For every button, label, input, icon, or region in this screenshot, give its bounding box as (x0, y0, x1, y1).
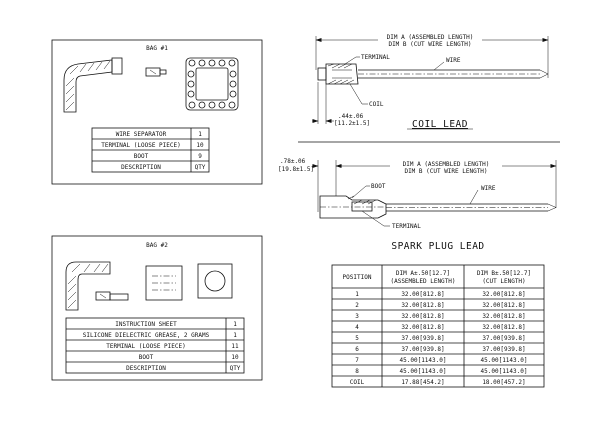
table-cell-position: 5 (355, 335, 359, 342)
coil-dim-b-label: DIM B (CUT WIRE LENGTH) (388, 41, 471, 48)
spark-small-dim-mm: [19.8±1.5] (278, 166, 314, 173)
coil-small-dim-mm: [11.2±1.5] (334, 120, 370, 127)
bag1-row-qty: 1 (198, 131, 202, 138)
bag1-row-qty: 10 (196, 142, 204, 149)
table-cell-dim-a: 32.00[812.8] (401, 291, 444, 298)
table-cell-dim-b: 18.00[457.2] (482, 379, 525, 386)
table-cell-dim-a: 45.00[1143.0] (400, 357, 447, 364)
table-cell-position: 4 (355, 324, 359, 331)
table-cell-dim-b: 32.00[812.8] (482, 302, 525, 309)
table-cell-dim-b: 45.00[1143.0] (481, 357, 528, 364)
spark-small-dim-inch: .78±.06 (280, 158, 306, 165)
bag2-row-qty: 11 (231, 343, 239, 350)
header-position: POSITION (343, 274, 372, 281)
table-cell-dim-b: 32.00[812.8] (482, 291, 525, 298)
table-cell-dim-a: 45.00[1143.0] (400, 368, 447, 375)
terminal-illustration (95, 291, 129, 301)
bag1-header-desc: DESCRIPTION (121, 164, 161, 171)
coil-wire-label: WIRE (446, 57, 461, 64)
boot-illustration (63, 57, 123, 113)
spark-wire-label: WIRE (481, 185, 496, 192)
spark-plug-lead-title: SPARK PLUG LEAD (391, 241, 484, 252)
table-cell-dim-a: 37.00[939.8] (401, 346, 444, 353)
bag2-row-desc: INSTRUCTION SHEET (115, 321, 177, 328)
coil-lead-title: COIL LEAD (412, 119, 468, 130)
bag2-panel: BAG #2 (51, 235, 263, 381)
table-cell-dim-a: 17.88[454.2] (401, 379, 444, 386)
spark-dim-b-label: DIM B (CUT WIRE LENGTH) (404, 168, 487, 175)
table-cell-position: COIL (350, 379, 365, 386)
spark-plug-lead-drawing: .78±.06 [19.8±1.5] DIM A (ASSEMBLED LENG… (278, 158, 557, 252)
table-cell-dim-b: 37.00[939.8] (482, 346, 525, 353)
header-dim-b-sub: (CUT LENGTH) (482, 278, 525, 285)
bag2-header-desc: DESCRIPTION (126, 365, 166, 372)
table-cell-position: 7 (355, 357, 359, 364)
table-cell-position: 2 (355, 302, 359, 309)
bag2-row-qty: 1 (233, 332, 237, 339)
table-cell-position: 3 (355, 313, 359, 320)
table-cell-dim-b: 32.00[812.8] (482, 313, 525, 320)
table-cell-dim-b: 32.00[812.8] (482, 324, 525, 331)
bag1-row-qty: 9 (198, 153, 202, 160)
table-cell-dim-a: 32.00[812.8] (401, 313, 444, 320)
table-cell-dim-a: 32.00[812.8] (401, 324, 444, 331)
bag1-title: BAG #1 (146, 45, 168, 52)
coil-label: COIL (369, 101, 384, 108)
table-cell-dim-b: 37.00[939.8] (482, 335, 525, 342)
spark-terminal-label: TERMINAL (392, 223, 421, 230)
table-cell-position: 1 (355, 291, 359, 298)
header-dim-b: DIM B±.50[12.7] (477, 270, 531, 277)
bag1-row-desc: WIRE SEPARATOR (116, 131, 167, 138)
bag2-table: INSTRUCTION SHEET 1 SILICONE DIELECTRIC … (65, 317, 245, 374)
table-cell-dim-a: 32.00[812.8] (401, 302, 444, 309)
coil-lead-drawing: DIM A (ASSEMBLED LENGTH) DIM B (CUT WIRE… (312, 32, 549, 130)
bag1-panel: BAG #1 (51, 39, 263, 185)
bag1-row-desc: BOOT (134, 153, 149, 160)
bag1-row-desc: TERMINAL (LOOSE PIECE) (101, 142, 180, 149)
instruction-sheet-illustration (145, 265, 183, 301)
bag2-row-qty: 10 (231, 354, 239, 361)
bag2-row-qty: 1 (233, 321, 237, 328)
bag2-title: BAG #2 (146, 242, 168, 249)
table-cell-position: 6 (355, 346, 359, 353)
terminal-illustration (145, 67, 167, 77)
header-dim-a: DIM A±.50[12.7] (396, 270, 450, 277)
bag1-table: WIRE SEPARATOR 1 TERMINAL (LOOSE PIECE) … (91, 127, 210, 173)
wire-separator-illustration (185, 57, 239, 111)
bag2-header-qty: QTY (230, 365, 241, 372)
coil-terminal-label: TERMINAL (361, 54, 390, 61)
grease-packet-illustration (197, 263, 233, 299)
boot-illustration (65, 261, 111, 311)
bag2-row-desc: TERMINAL (LOOSE PIECE) (106, 343, 185, 350)
bag2-row-desc: BOOT (139, 354, 154, 361)
spark-boot-label: BOOT (371, 183, 386, 190)
table-cell-dim-a: 37.00[939.8] (401, 335, 444, 342)
table-cell-dim-b: 45.00[1143.0] (481, 368, 528, 375)
spark-dim-a-label: DIM A (ASSEMBLED LENGTH) (403, 161, 490, 168)
bag1-header-qty: QTY (195, 164, 206, 171)
coil-dim-a-label: DIM A (ASSEMBLED LENGTH) (387, 34, 474, 41)
table-cell-position: 8 (355, 368, 359, 375)
coil-small-dim-inch: .44±.06 (338, 113, 364, 120)
lead-length-table: POSITION DIM A±.50[12.7] (ASSEMBLED LENG… (331, 264, 545, 388)
header-dim-a-sub: (ASSEMBLED LENGTH) (390, 278, 455, 285)
bag2-row-desc: SILICONE DIELECTRIC GREASE, 2 GRAMS (83, 332, 210, 339)
